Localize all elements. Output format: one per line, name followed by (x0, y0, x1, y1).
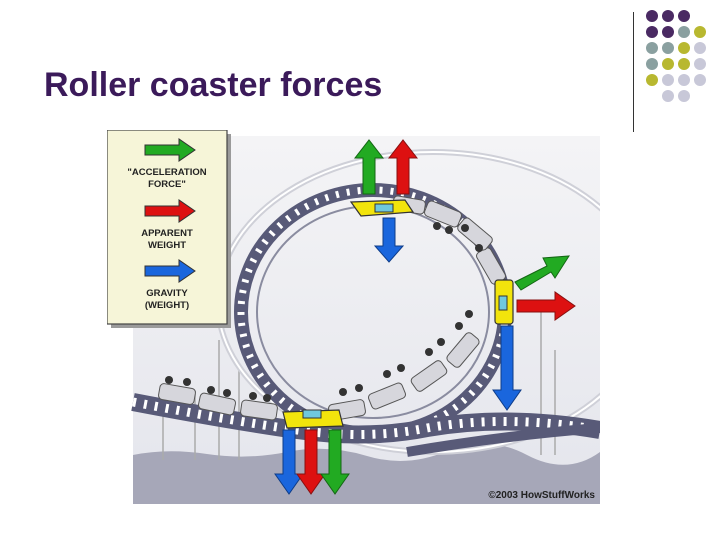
decorative-dot (646, 58, 658, 70)
slide-title: Roller coaster forces (44, 66, 383, 104)
decorative-dot (646, 42, 658, 54)
title-divider (633, 12, 634, 132)
car-bottom (282, 409, 344, 429)
legend-item-acceleration: "ACCELERATION FORCE" (127, 138, 207, 190)
apparent-weight-arrow-bottom (296, 429, 326, 495)
roller-coaster-diagram: "ACCELERATION FORCE" APPARENT WEIGHT GRA… (107, 130, 600, 504)
decorative-dot (662, 26, 674, 38)
decorative-dot (646, 26, 658, 38)
decorative-dot (662, 42, 674, 54)
exit-track (406, 423, 600, 457)
legend-item-apparent-weight: APPARENT WEIGHT (141, 199, 196, 251)
car-right (494, 279, 514, 325)
apparent-weight-arrow-top (387, 139, 419, 195)
legend-label-gravity-2: (WEIGHT) (145, 300, 189, 311)
acceleration-arrow-bottom (320, 429, 350, 495)
decorative-dot (678, 10, 690, 22)
legend-item-gravity: GRAVITY (WEIGHT) (144, 259, 196, 311)
decorative-dot (678, 42, 690, 54)
legend-label-apparent-weight-2: WEIGHT (148, 240, 186, 251)
decorative-dot (678, 74, 690, 86)
roller-coaster-svg: "ACCELERATION FORCE" APPARENT WEIGHT GRA… (107, 130, 600, 504)
ground (133, 443, 600, 504)
apparent-weight-arrow-right (516, 291, 576, 321)
decorative-dot (694, 58, 706, 70)
decorative-dot (694, 42, 706, 54)
legend-label-acceleration-2: FORCE" (148, 179, 186, 190)
lower-track-ties (132, 397, 600, 440)
decorative-dot (662, 58, 674, 70)
decorative-dot (678, 26, 690, 38)
arrows-right (492, 255, 576, 411)
legend-label-gravity-1: GRAVITY (146, 288, 188, 299)
decorative-dot (678, 58, 690, 70)
legend-label-acceleration-1: "ACCELERATION (127, 167, 206, 178)
legend-label-apparent-weight-1: APPARENT (141, 228, 193, 239)
decorative-dot (646, 74, 658, 86)
gravity-arrow-bottom (274, 429, 304, 495)
arrows-top (353, 139, 419, 263)
car-top (349, 199, 415, 217)
legend-arrow-gravity (144, 259, 196, 283)
legend-arrow-acceleration (144, 138, 196, 162)
legend-arrow-apparent-weight (144, 199, 196, 223)
gravity-arrow-top (373, 217, 405, 263)
legend-box: "ACCELERATION FORCE" APPARENT WEIGHT GRA… (107, 130, 231, 328)
decorative-dot (694, 26, 706, 38)
acceleration-arrow-right (514, 255, 570, 291)
riders (165, 222, 483, 402)
decorative-dot (646, 10, 658, 22)
decorative-dot (694, 74, 706, 86)
gravity-arrow-right (492, 325, 522, 411)
copyright-credit: ©2003 HowStuffWorks (488, 490, 595, 501)
decorative-dot (678, 90, 690, 102)
decorative-dot-grid (646, 10, 726, 130)
decorative-dot (662, 74, 674, 86)
arrows-bottom (274, 429, 350, 495)
decorative-dot (662, 90, 674, 102)
acceleration-arrow-top (353, 139, 385, 195)
decorative-dot (662, 10, 674, 22)
